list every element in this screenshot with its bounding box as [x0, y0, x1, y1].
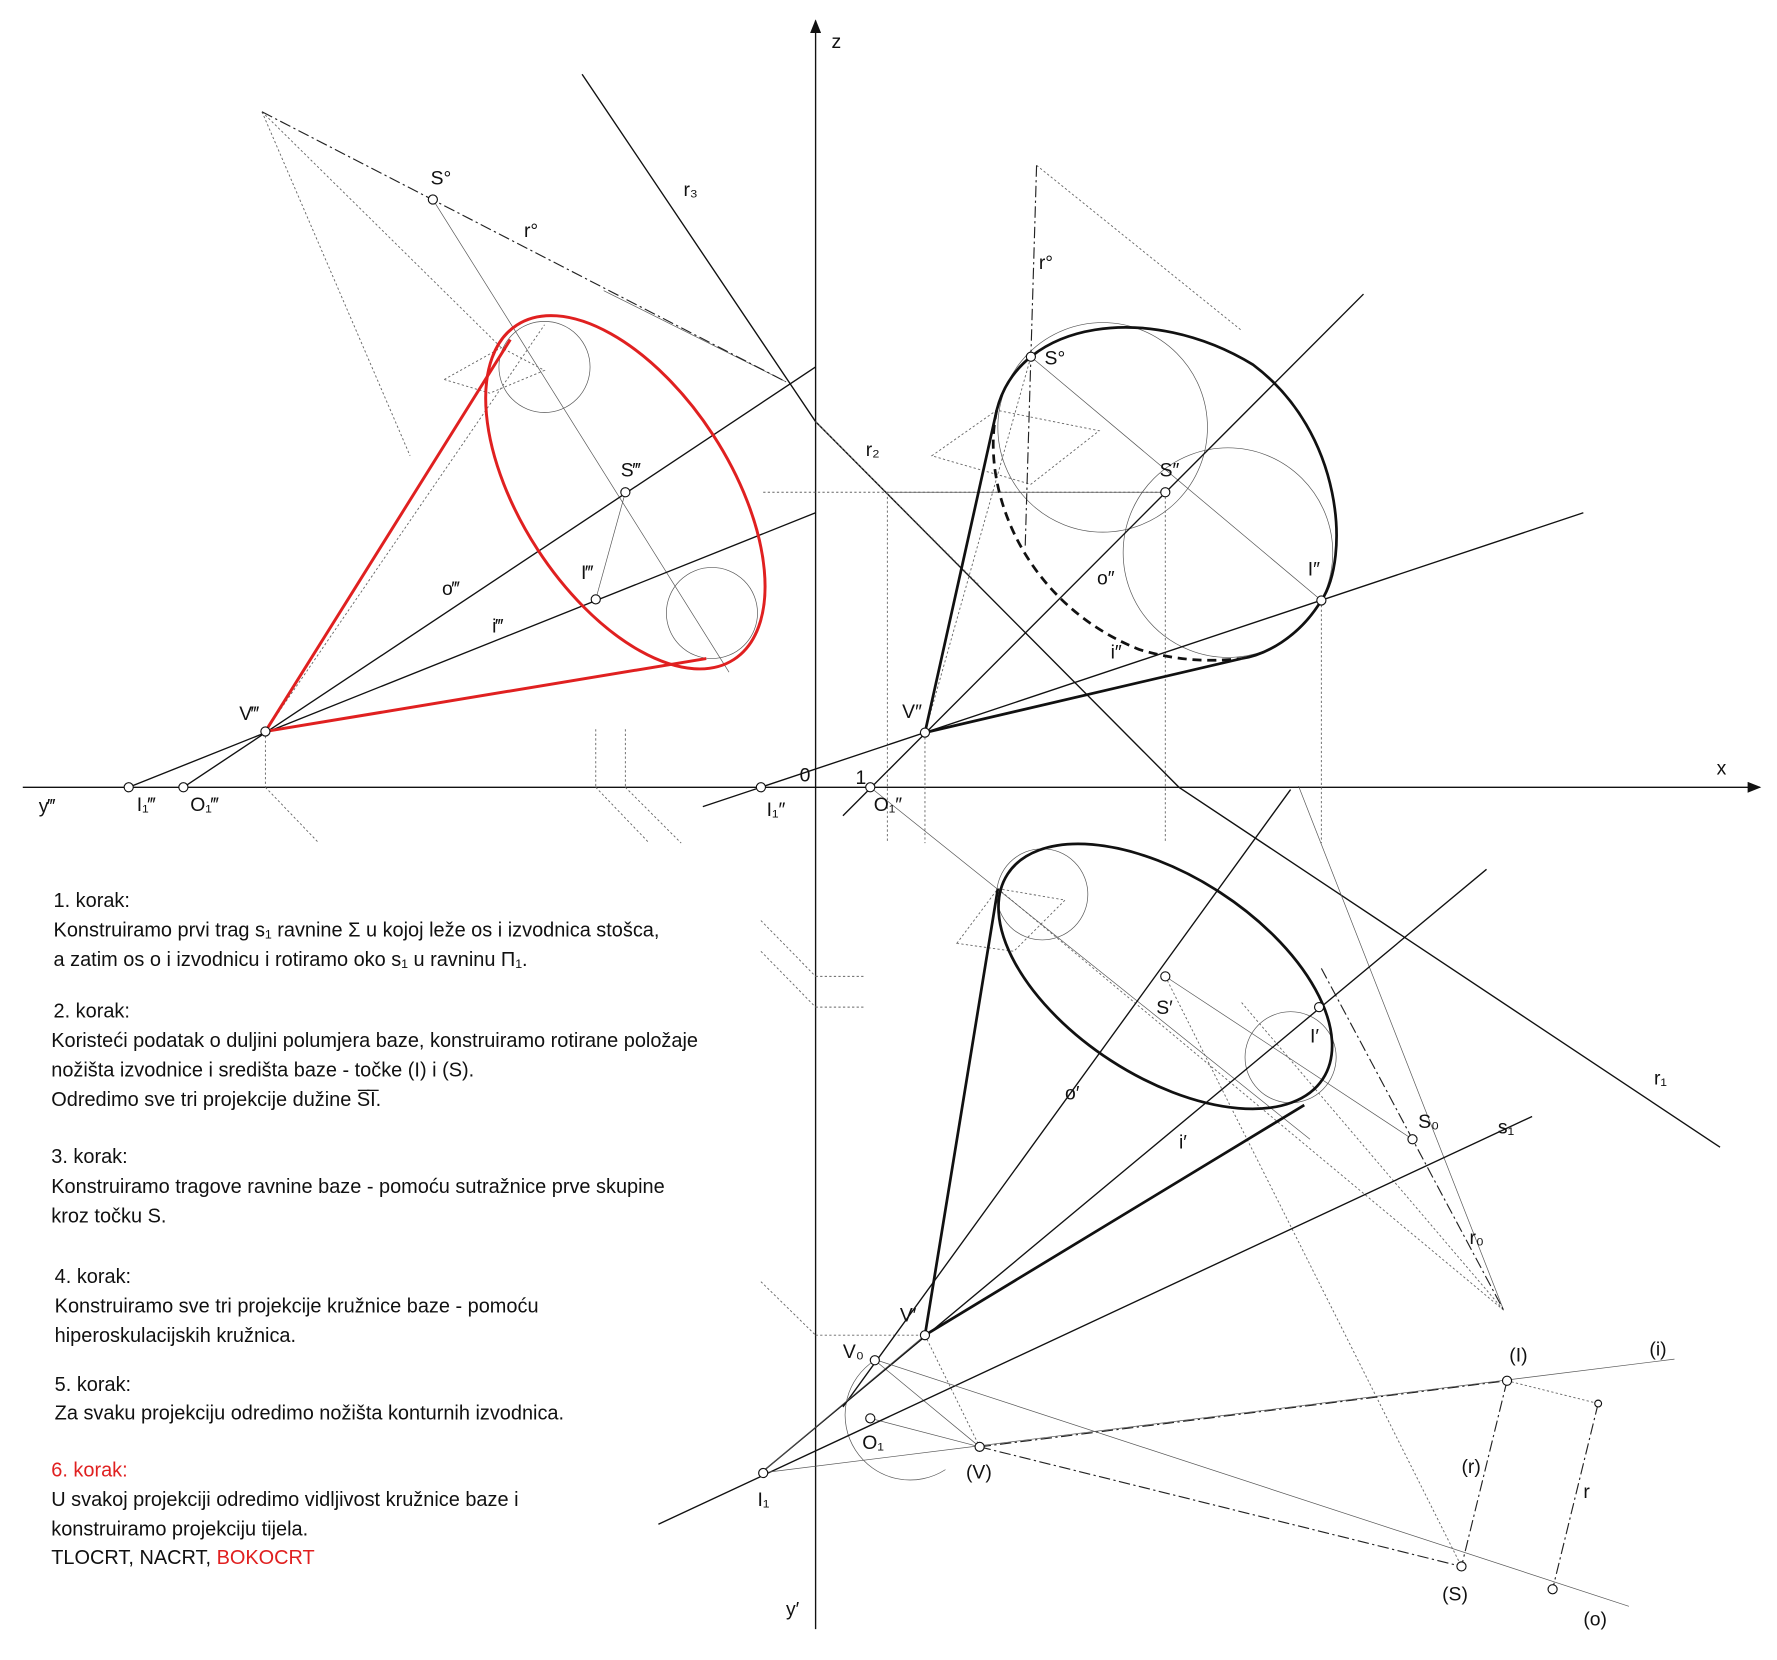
- step-6-line: konstruiramo projekciju tijela.: [51, 1519, 308, 1541]
- label-S0-left: S°: [431, 168, 452, 190]
- label-I1: I₁: [758, 1489, 770, 1511]
- points: [123, 194, 1603, 1595]
- label-Sr: (S): [1442, 1584, 1468, 1606]
- label-O1: O₁: [862, 1432, 884, 1454]
- plane-traces: [581, 73, 1721, 1148]
- label-O1-2: O₁″: [874, 794, 903, 816]
- label-V2: V″: [902, 701, 922, 723]
- label-S2: S″: [1160, 459, 1180, 481]
- step-4-line: Konstruiramo sve tri projekcije kružnice…: [55, 1295, 539, 1317]
- step-6-title: 6. korak:: [51, 1459, 127, 1481]
- top-view-cone: [658, 789, 1675, 1607]
- label-V3: V‴: [239, 703, 259, 725]
- z-axis-label: z: [832, 31, 842, 53]
- one-label: 1: [855, 767, 866, 789]
- label-ir: (i): [1649, 1339, 1666, 1361]
- label-i1: i′: [1179, 1131, 1187, 1153]
- label-S1: S′: [1156, 997, 1173, 1019]
- step-5-title: 5. korak:: [55, 1374, 131, 1396]
- step-4-title: 4. korak:: [55, 1266, 131, 1288]
- side-view-cone: [128, 314, 816, 788]
- label-r0-right: r°: [1039, 252, 1053, 274]
- label-I1-3: I₁‴: [137, 794, 156, 816]
- step-2-line: Odredimo sve tri projekcije dužine S̅I̅.: [51, 1088, 381, 1111]
- y1-axis-label: y′: [786, 1598, 800, 1620]
- label-S0-right: S°: [1045, 348, 1066, 370]
- label-I1-2: I₁″: [767, 799, 786, 821]
- label-rr: (r): [1461, 1456, 1480, 1478]
- step-1-line: Konstruiramo prvi trag s₁ ravnine Σ u ko…: [54, 920, 660, 942]
- origin-label: 0: [800, 765, 811, 787]
- label-Ir: (I): [1509, 1344, 1527, 1366]
- step-5-line: Za svaku projekciju odredimo nožišta kon…: [55, 1402, 564, 1424]
- step-2-line: Koristeći podatak o duljini polumjera ba…: [51, 1030, 698, 1052]
- label-V0: V₀: [843, 1341, 864, 1363]
- step-4-line: hiperoskulacijskih kružnica.: [55, 1325, 296, 1347]
- label-r: r: [1583, 1481, 1590, 1503]
- label-r0-low: r₀: [1469, 1227, 1483, 1249]
- step-1-title: 1. korak:: [54, 890, 130, 912]
- front-view-cone: [702, 293, 1584, 817]
- views-highlight: BOKOCRT: [217, 1547, 315, 1569]
- views-line: TLOCRT, NACRT, BOKOCRT: [51, 1547, 314, 1569]
- label-I2: I″: [1308, 558, 1320, 580]
- label-S0-low: S₀: [1418, 1111, 1439, 1133]
- rotation-lines: [261, 111, 1599, 1590]
- step-2-title: 2. korak:: [54, 1000, 130, 1022]
- construction-steps: 1. korak: Konstruiramo prvi trag s₁ ravn…: [51, 890, 698, 1569]
- coordinate-axes: x z y‴ y′ 0 1: [22, 19, 1762, 1630]
- label-I3: I‴: [581, 562, 593, 584]
- construction-lines: [261, 111, 1504, 1567]
- label-r3: r₃: [683, 179, 697, 201]
- label-o2: o″: [1097, 568, 1115, 590]
- label-r2: r₂: [866, 439, 880, 461]
- step-3-title: 3. korak:: [51, 1146, 127, 1168]
- label-V1: V′: [900, 1305, 917, 1327]
- x-axis-label: x: [1717, 758, 1727, 780]
- label-o1: o′: [1065, 1082, 1080, 1104]
- label-r0-left: r°: [524, 220, 538, 242]
- label-s1: s₁: [1498, 1117, 1515, 1139]
- label-i2: i″: [1111, 642, 1122, 664]
- point-labels: S° r° r₃ r₂ r₁ s₁ S‴ I‴ o‴ i‴ V‴ I₁‴ O₁‴…: [137, 168, 1668, 1631]
- step-3-line: kroz točku S.: [51, 1205, 166, 1227]
- views-prefix: TLOCRT, NACRT,: [51, 1547, 216, 1569]
- step-1-line: a zatim os o i izvodnicu i rotiramo oko …: [54, 949, 528, 971]
- label-i3: i‴: [492, 615, 503, 637]
- label-or: (o): [1583, 1609, 1607, 1631]
- y3-axis-label: y‴: [39, 795, 56, 817]
- label-o3: o‴: [442, 578, 460, 600]
- step-6-line: U svakoj projekciji odredimo vidljivost …: [51, 1489, 518, 1511]
- label-r1: r₁: [1654, 1068, 1667, 1090]
- label-O1-3: O₁‴: [190, 794, 219, 816]
- step-3-line: Konstruiramo tragove ravnine baze - pomo…: [51, 1176, 664, 1198]
- step-2-line: nožišta izvodnice i središta baze - točk…: [51, 1060, 474, 1082]
- label-Vr: (V): [966, 1462, 992, 1484]
- label-I1p: I′: [1310, 1025, 1319, 1047]
- label-S3: S‴: [621, 459, 641, 481]
- trace-r-line: [581, 73, 1721, 1148]
